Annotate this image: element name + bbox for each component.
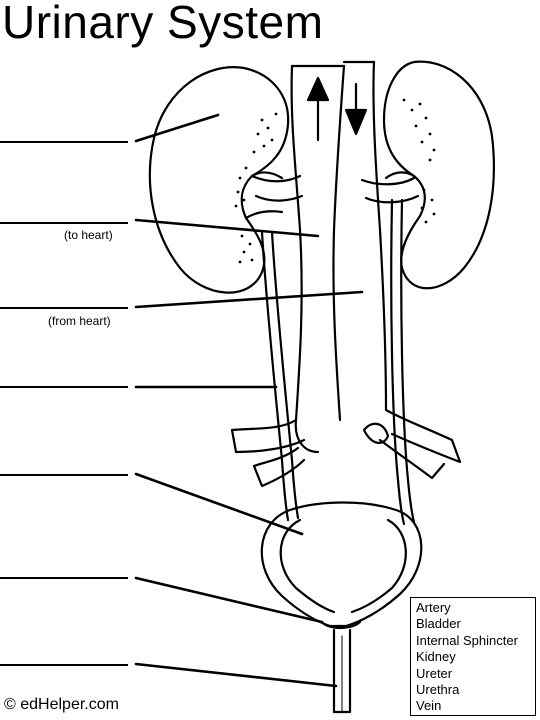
answer-blank-2[interactable] [0,222,128,224]
word-bank-item: Urethra [416,682,460,698]
bladder [260,501,423,628]
answer-blank-7[interactable] [0,664,128,666]
vein-hint: (to heart) [64,228,113,242]
answer-blank-3[interactable] [0,307,128,309]
answer-blank-4[interactable] [0,386,128,388]
word-bank-item: Ureter [416,665,453,681]
word-bank-item: Bladder [416,616,461,632]
word-bank: Artery Bladder Internal Sphincter Kidney… [410,597,536,716]
answer-blank-5[interactable] [0,474,128,476]
page-title: Urinary System [2,0,324,48]
copyright-text: © edHelper.com [4,696,119,713]
word-bank-item: Vein [416,698,442,714]
word-bank-item: Artery [416,600,451,615]
answer-blank-1[interactable] [0,141,128,143]
left-kidney [148,66,290,294]
word-bank-item: Internal Sphincter [416,632,518,648]
vena-cava [290,64,320,454]
answer-blank-6[interactable] [0,577,128,579]
left-ureter [260,230,290,522]
right-ureter [390,198,406,526]
word-bank-item: Kidney [416,649,456,665]
artery-hint: (from heart) [48,314,111,328]
internal-sphincter [320,620,362,630]
